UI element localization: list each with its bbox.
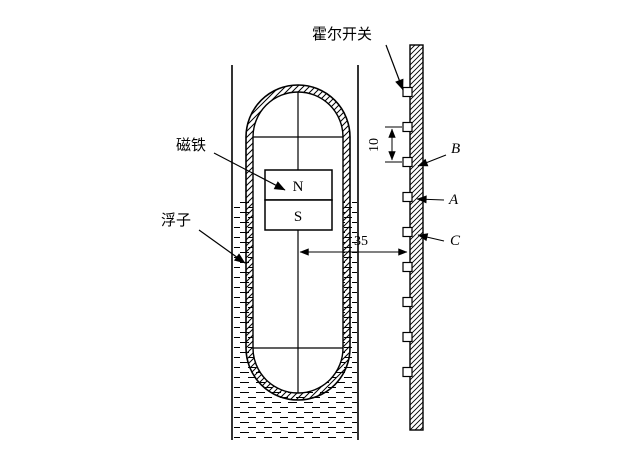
hall-switch-array: [402, 86, 413, 378]
hall-switch-callout-arrow: [385, 44, 404, 91]
hall-switch-square: [402, 261, 413, 273]
switch-b-label: B: [451, 141, 460, 157]
switch-c-arrow: [417, 233, 445, 242]
hall-switch-square-b: [402, 156, 413, 168]
hall-switch-square: [402, 121, 413, 133]
magnet-callout-arrow: [213, 152, 286, 191]
magnet-label: 磁铁: [176, 137, 206, 154]
magnet-south-block: [264, 199, 333, 231]
magnet-north-label: N: [293, 179, 304, 195]
hall-switch-square: [402, 296, 413, 308]
switch-c-label: C: [450, 233, 461, 249]
hall-switch-square-a: [402, 191, 413, 203]
dim-distance-value: 35: [354, 234, 368, 249]
hall-switch-square: [402, 86, 413, 98]
switch-a-arrow: [416, 195, 445, 204]
dim-spacing-value: 10: [367, 138, 382, 152]
hall-switch-square: [402, 331, 413, 343]
hall-switch-label: 霍尔开关: [312, 26, 372, 43]
switch-a-label: A: [448, 192, 459, 208]
float-label: 浮子: [161, 212, 191, 229]
magnet-south-label: S: [294, 209, 302, 225]
hall-switch-square: [402, 366, 413, 378]
float-callout-arrow: [198, 229, 246, 264]
hall-switch-square-c: [402, 226, 413, 238]
switch-b-arrow: [417, 154, 447, 167]
dim-spacing-extension-lines: [385, 126, 402, 163]
